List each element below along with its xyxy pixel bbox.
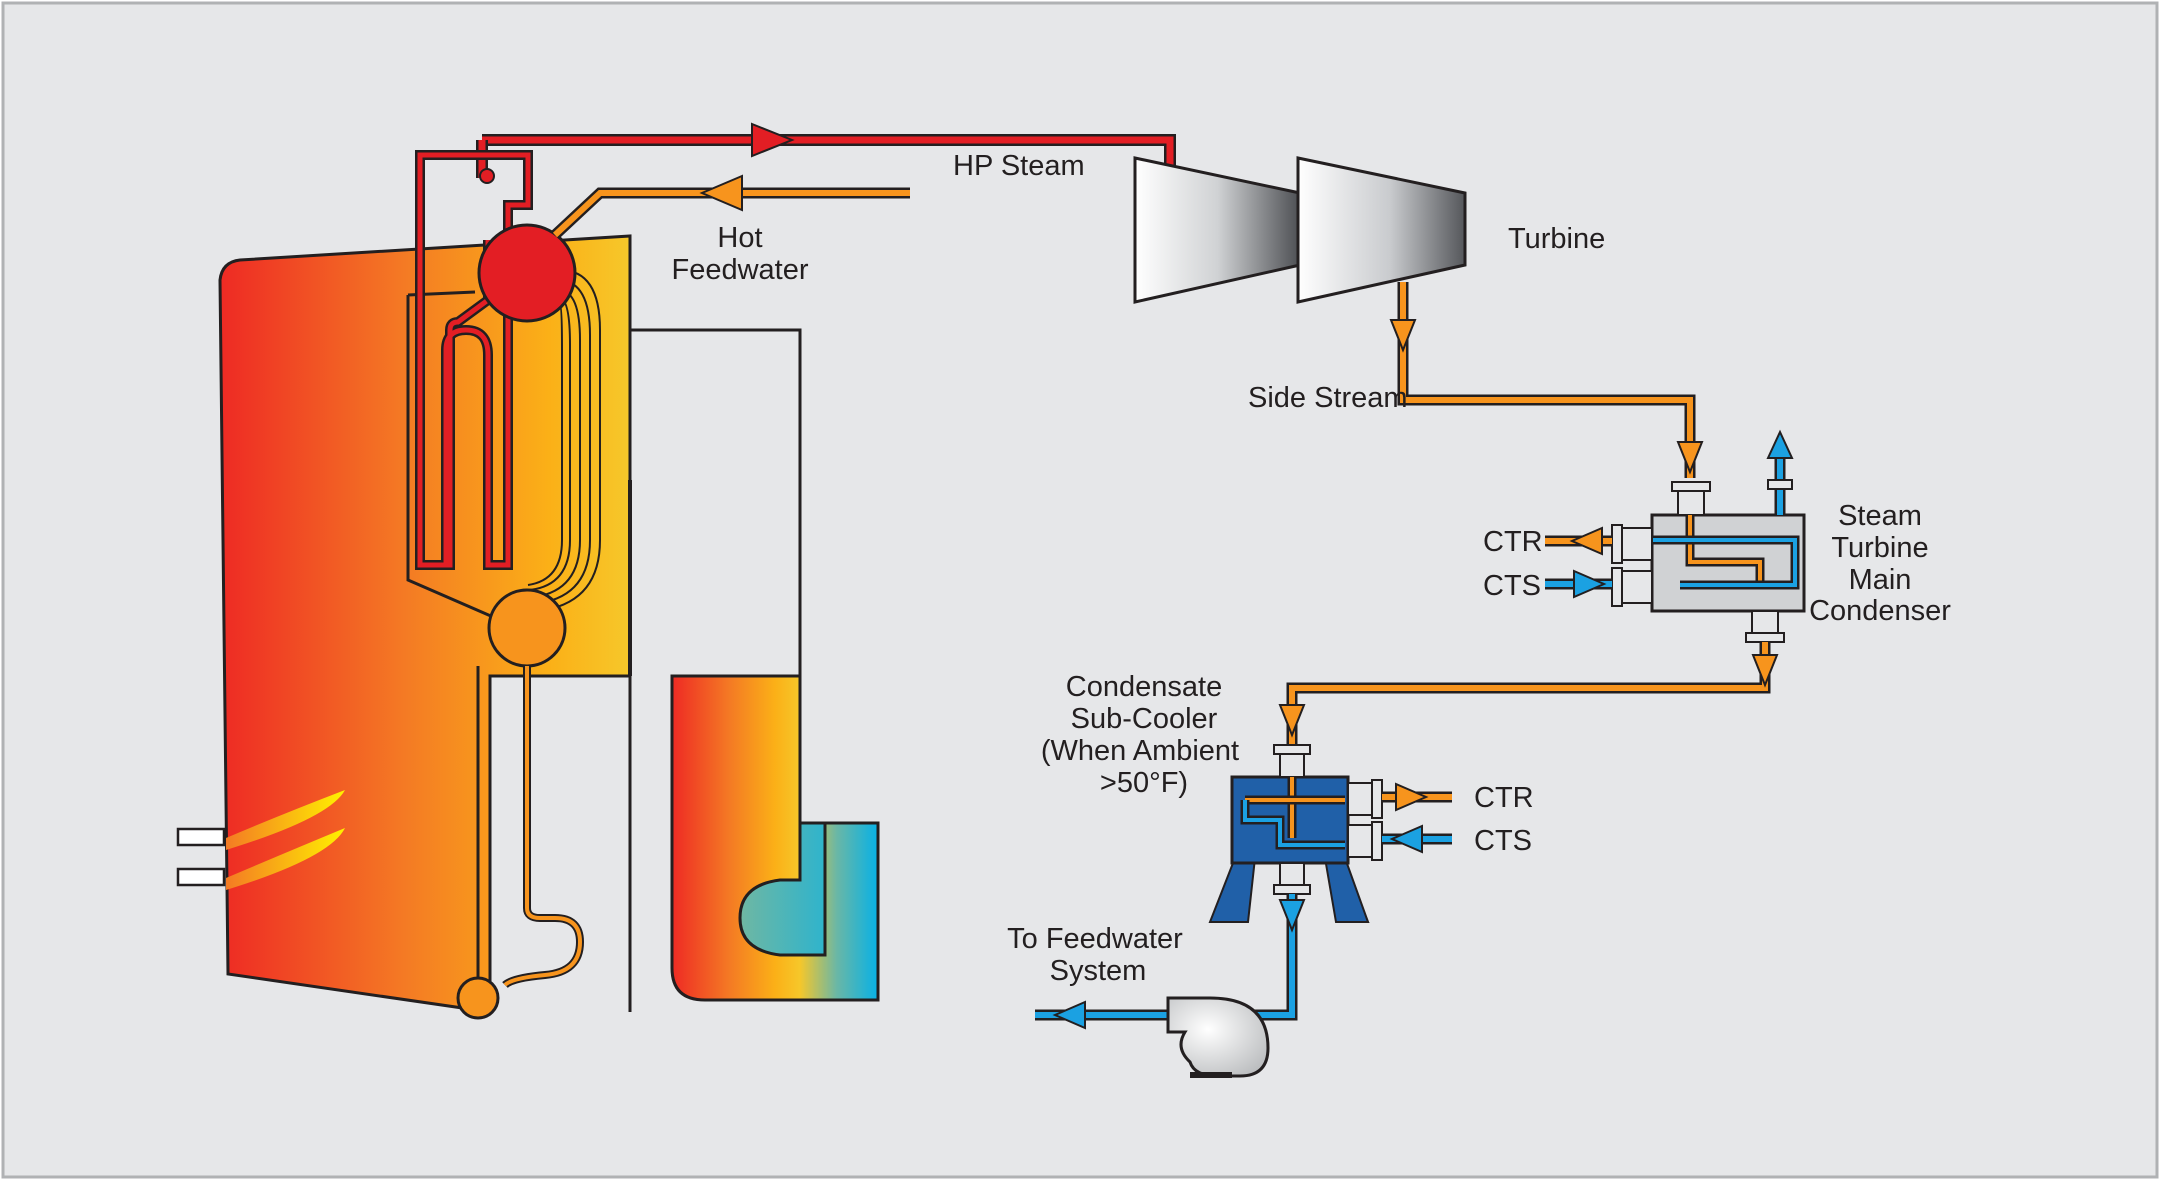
label-subcooler-4: >50°F) [1100, 767, 1188, 799]
condenser-nozzle-bottom-body [1621, 570, 1653, 604]
label-subcooler-1: Condensate [1066, 671, 1222, 703]
downcomer-fill [503, 666, 583, 987]
condensate-arrow-2 [1278, 704, 1306, 738]
flame-upper [226, 790, 345, 850]
cts-bottom-arrow [1389, 824, 1423, 854]
generating-tubes [527, 269, 601, 611]
condenser-vent-flange [1767, 479, 1793, 490]
sub-cooler-nozzle-top-body [1347, 782, 1373, 816]
hot-feedwater-pipe-fill [552, 190, 910, 238]
label-turbine: Turbine [1508, 223, 1605, 255]
side-stream-arrow-2 [1676, 441, 1704, 475]
ctr-top-arrow [1569, 526, 1603, 556]
main-condenser [1545, 429, 1806, 643]
label-to-feedwater-1: To Feedwater [1007, 923, 1183, 955]
ctr-bottom-arrow [1395, 782, 1429, 812]
downcomer [476, 666, 585, 989]
feedwater-outlet-arrow-1 [1278, 899, 1306, 933]
superheater-coil-fill [417, 152, 531, 568]
hot-feedwater-arrow [699, 174, 743, 212]
condenser-inner-blue [1640, 538, 1797, 587]
label-condenser-4: Condenser [1809, 595, 1951, 627]
turbine [1133, 156, 1467, 304]
condensate-arrow-1 [1751, 654, 1779, 688]
feedwater-outlet-arrow-2 [1052, 1000, 1086, 1030]
feedwater-pump [1166, 996, 1270, 1078]
condenser-inlet-flange [1671, 481, 1711, 492]
sub-cooler-outlet-flange [1273, 884, 1311, 895]
hp-steam-pipe-fill [482, 136, 1174, 168]
sub-cooler-nozzle-top-flange [1371, 779, 1383, 819]
mud-drum [487, 588, 567, 668]
condenser-vent-arrow [1766, 429, 1794, 459]
sub-cooler [1208, 744, 1452, 923]
flame-lower [226, 828, 345, 890]
label-condenser-2: Turbine [1831, 532, 1928, 564]
label-side-stream: Side Stream [1248, 382, 1408, 414]
sub-cooler-inner-blue [1243, 800, 1345, 847]
label-hot-feedwater-2: Feedwater [671, 254, 808, 286]
condenser-nozzle-top [1611, 524, 1623, 564]
condenser-outlet-flange [1745, 632, 1785, 643]
boiler-outlet-duct [670, 674, 880, 1002]
hopper-cutout [490, 676, 630, 1016]
sub-cooler-nozzle-bottom-body [1347, 824, 1373, 858]
burner-port-upper [176, 827, 226, 847]
turbine-lp-stage [1296, 156, 1467, 304]
label-to-feedwater-2: System [1050, 955, 1147, 987]
steam-drum [477, 223, 577, 323]
label-condenser-3: Main [1849, 564, 1912, 596]
label-subcooler-2: Sub-Cooler [1071, 703, 1218, 735]
label-ctr-bottom: CTR [1474, 782, 1534, 814]
pump-casing [1166, 996, 1270, 1078]
label-hot-feedwater-1: Hot [717, 222, 762, 254]
lower-header [456, 976, 500, 1020]
sub-cooler-nozzle-bottom-flange [1371, 821, 1383, 861]
superheater-header-dot [479, 168, 495, 184]
label-cts-bottom: CTS [1474, 825, 1532, 857]
condenser-outlet-neck [1751, 610, 1779, 634]
label-hp-steam: HP Steam [953, 150, 1085, 182]
pump-base [1190, 1072, 1232, 1078]
condenser-nozzle-top-body [1621, 527, 1653, 561]
side-stream-line [1389, 282, 1704, 478]
condensate-line [1278, 642, 1779, 745]
burner-port-lower [176, 867, 226, 887]
sub-cooler-outlet-neck [1279, 862, 1305, 886]
side-stream-arrow-1 [1389, 319, 1417, 353]
label-cts-top: CTS [1483, 570, 1541, 602]
label-ctr-top: CTR [1483, 526, 1543, 558]
label-condenser-1: Steam [1838, 500, 1922, 532]
sub-cooler-inlet-neck [1279, 753, 1305, 778]
cts-top-arrow [1573, 569, 1607, 599]
hp-steam-arrow [751, 122, 795, 158]
condenser-inlet-neck [1677, 490, 1705, 516]
sub-cooler-inlet-flange [1273, 744, 1311, 755]
label-subcooler-3: (When Ambient [1041, 735, 1239, 767]
hp-steam-piping [415, 122, 1176, 570]
hot-feedwater-line [551, 174, 910, 240]
labels: HP Steam Hot Feedwater Turbine Side Stre… [671, 150, 1951, 987]
condenser-nozzle-bottom [1611, 567, 1623, 607]
